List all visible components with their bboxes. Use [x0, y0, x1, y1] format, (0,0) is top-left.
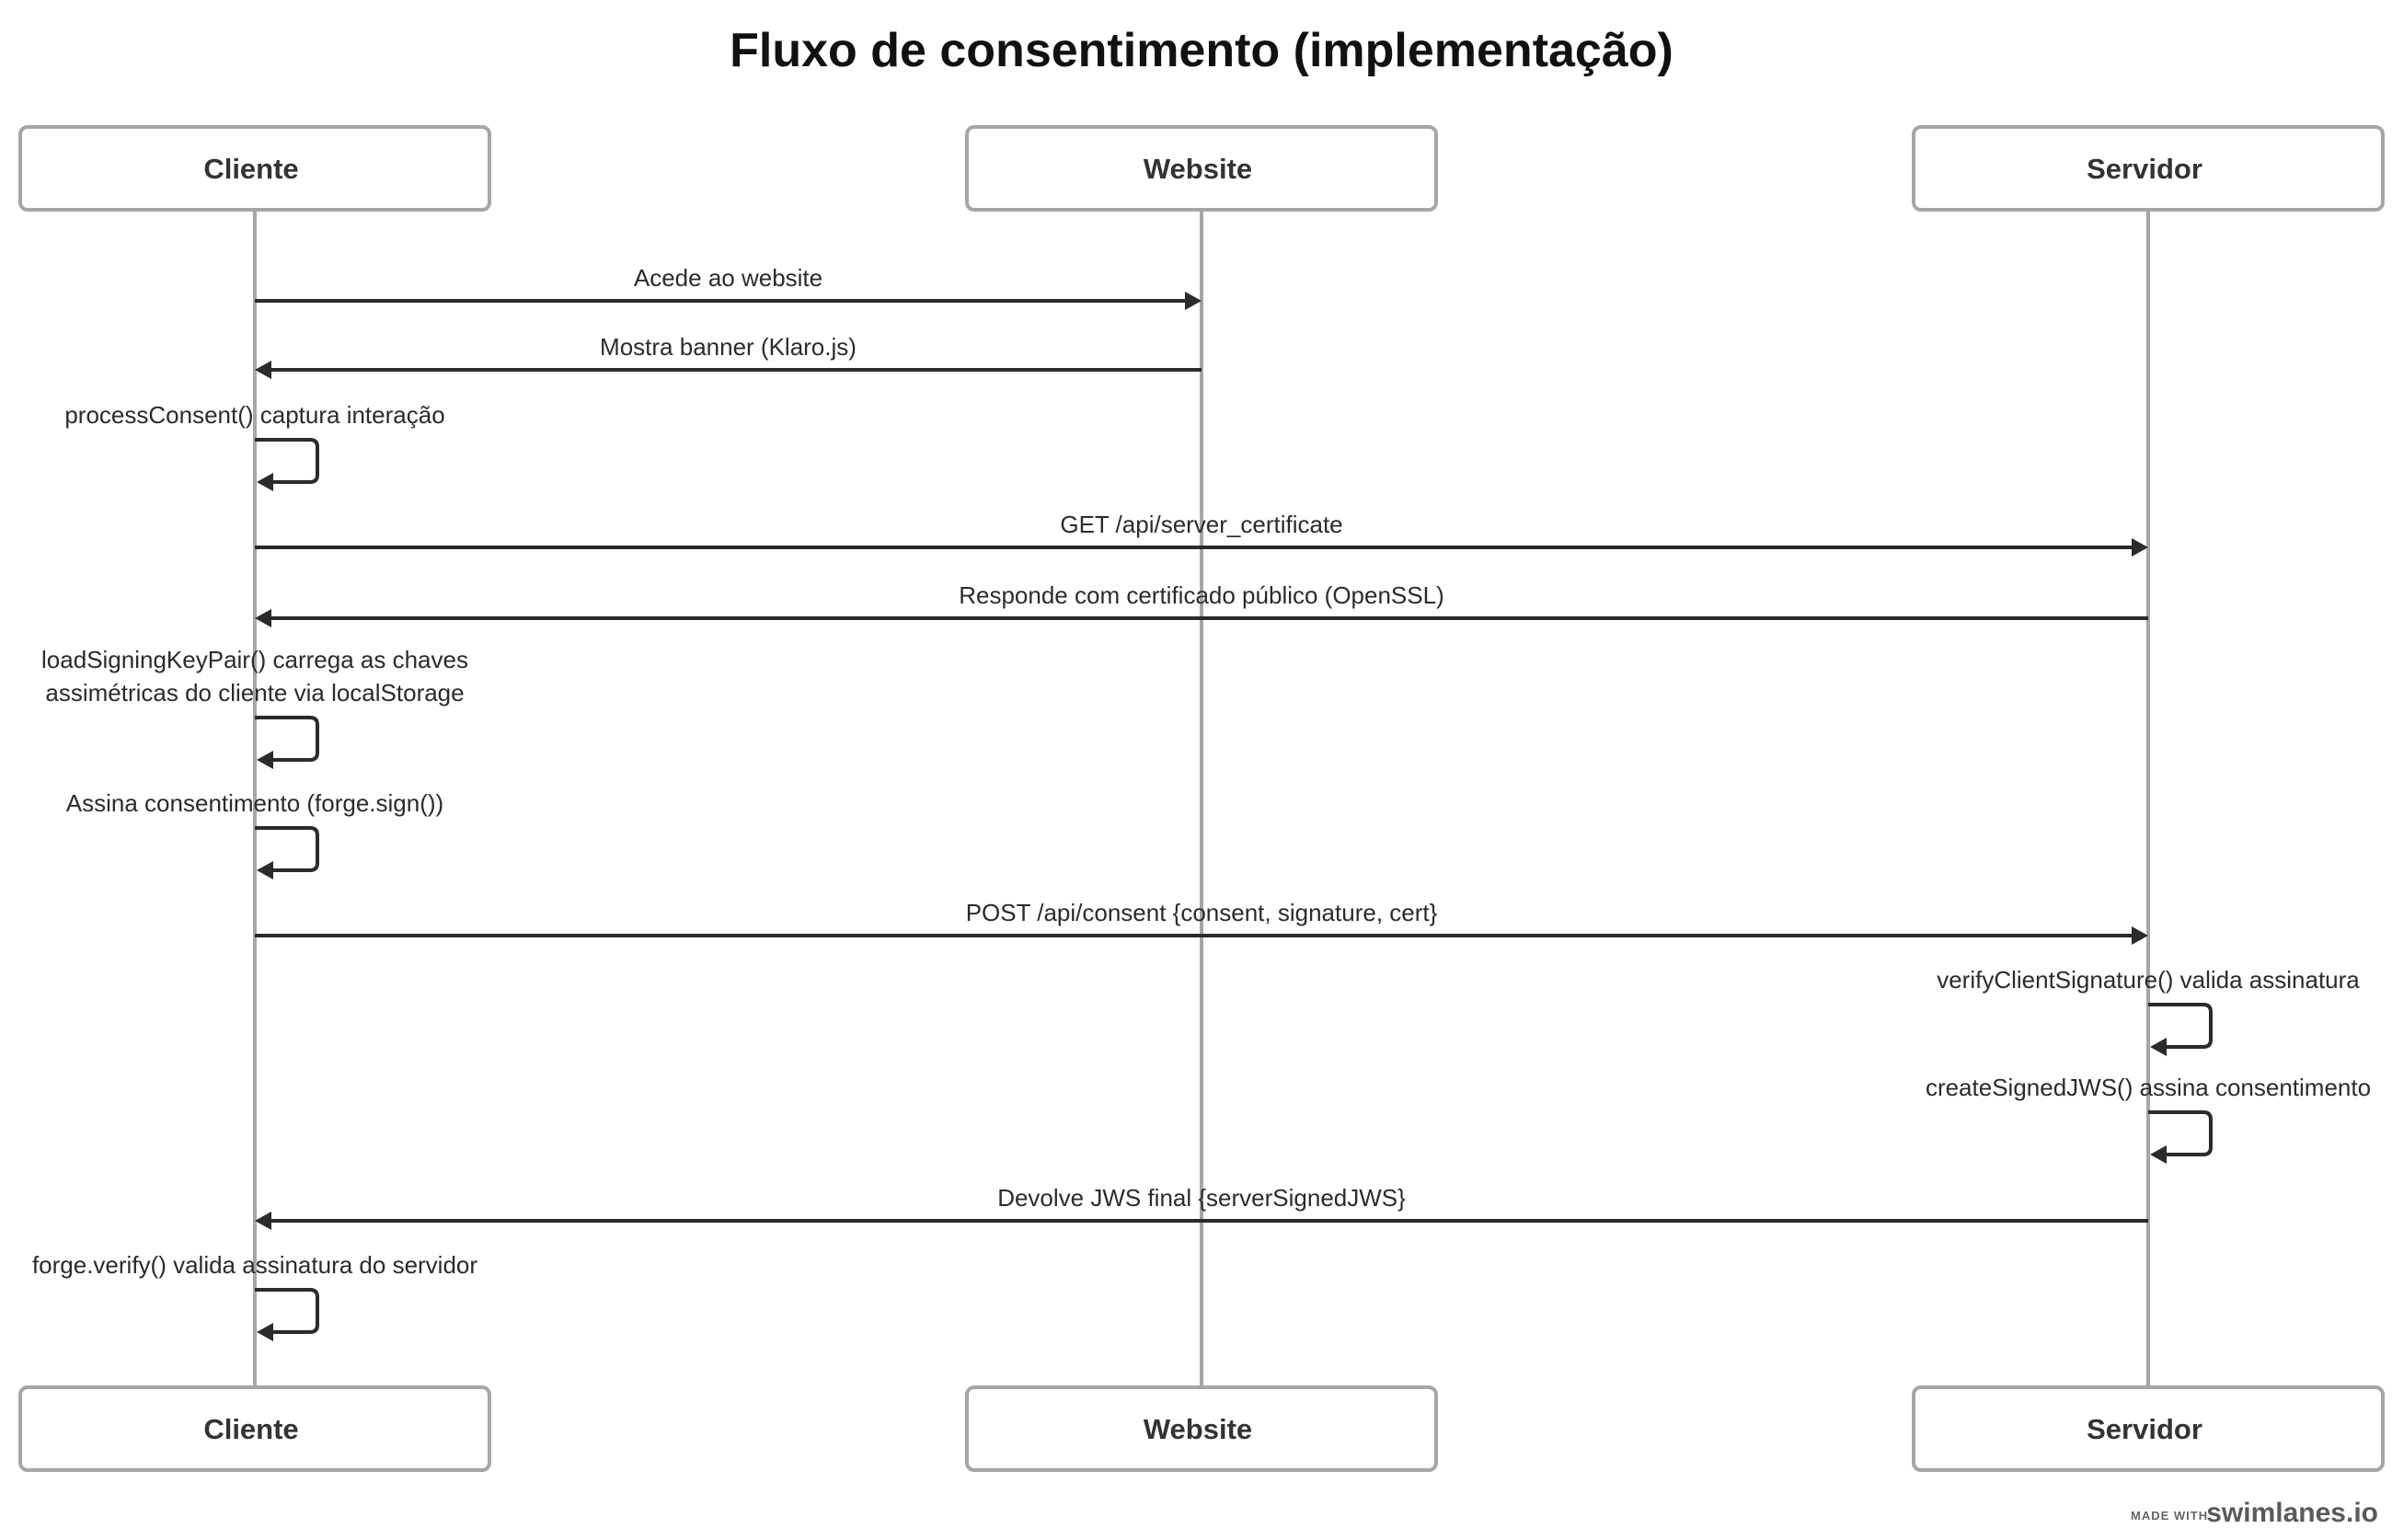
self-message-loop — [2148, 1003, 2213, 1049]
arrowhead — [2150, 1145, 2167, 1164]
arrowhead — [257, 751, 273, 769]
arrowhead — [2150, 1038, 2167, 1056]
actor-servidor-top: Servidor — [1912, 125, 2385, 212]
message-label: processConsent() captura interação — [64, 401, 444, 429]
message-3: processConsent() captura interação — [64, 401, 445, 491]
actor-label: Servidor — [2087, 1413, 2202, 1445]
actor-label: Website — [1144, 1413, 1252, 1445]
message-label: loadSigningKeyPair() carrega as chaves — [41, 646, 468, 673]
self-message-loop — [255, 438, 319, 484]
message-label: forge.verify() valida assinatura do serv… — [32, 1251, 477, 1279]
footer: MADE WITH swimlanes.io — [2131, 1498, 2378, 1528]
arrowhead — [2132, 538, 2148, 557]
actor-box — [1912, 1385, 2385, 1472]
arrowhead — [255, 1212, 271, 1230]
actor-cliente-top: Cliente — [18, 125, 491, 212]
message-label: Assina consentimento (forge.sign()) — [66, 789, 443, 817]
message-8: POST /api/consent {consent, signature, c… — [255, 899, 2148, 945]
message-label: verifyClientSignature() valida assinatur… — [1937, 966, 2360, 994]
footer-made-with: MADE WITH — [2131, 1509, 2208, 1523]
actor-box — [965, 125, 1438, 212]
arrowhead — [257, 1323, 273, 1341]
message-1: Acede ao website — [255, 264, 1202, 310]
self-message-loop — [255, 1288, 319, 1334]
actor-box — [965, 1385, 1438, 1472]
actor-website-top: Website — [965, 125, 1438, 212]
diagram-title: Fluxo de consentimento (implementação) — [730, 24, 1673, 77]
message-label: Acede ao website — [634, 264, 822, 292]
message-label: Devolve JWS final {serverSignedJWS} — [997, 1184, 1406, 1212]
message-2: Mostra banner (Klaro.js) — [255, 333, 1202, 379]
actor-label: Cliente — [203, 1413, 298, 1445]
message-12: forge.verify() valida assinatura do serv… — [32, 1251, 477, 1341]
arrowhead — [1185, 292, 1202, 310]
message-9: verifyClientSignature() valida assinatur… — [1937, 966, 2360, 1056]
lifelines — [253, 210, 2150, 1387]
self-message-loop — [2148, 1110, 2213, 1156]
message-6: loadSigningKeyPair() carrega as chaves as… — [41, 646, 468, 769]
self-message-loop — [255, 716, 319, 762]
message-label: Responde com certificado público (OpenSS… — [959, 581, 1444, 609]
actor-box — [18, 125, 491, 212]
actor-website-bottom: Website — [965, 1385, 1438, 1472]
message-label: Mostra banner (Klaro.js) — [600, 333, 857, 361]
actor-box — [1912, 125, 2385, 212]
arrowhead — [257, 861, 273, 879]
arrowhead — [2132, 926, 2148, 945]
message-4: GET /api/server_certificate — [255, 511, 2148, 557]
arrowhead — [255, 609, 271, 627]
message-5: Responde com certificado público (OpenSS… — [255, 581, 2148, 627]
message-label: assimétricas do cliente via localStorage — [45, 679, 464, 707]
actor-label: Servidor — [2087, 153, 2202, 185]
arrowhead — [255, 361, 271, 379]
actor-label: Website — [1144, 153, 1252, 185]
actor-label: Cliente — [203, 153, 298, 185]
message-label: createSignedJWS() assina consentimento — [1926, 1074, 2371, 1101]
actors: ClienteClienteWebsiteWebsiteServidorServ… — [18, 125, 2385, 1472]
actor-cliente-bottom: Cliente — [18, 1385, 491, 1472]
message-11: Devolve JWS final {serverSignedJWS} — [255, 1184, 2148, 1230]
message-label: POST /api/consent {consent, signature, c… — [966, 899, 1438, 926]
message-label: GET /api/server_certificate — [1060, 511, 1342, 538]
footer-brand: swimlanes.io — [2206, 1498, 2378, 1528]
actor-servidor-bottom: Servidor — [1912, 1385, 2385, 1472]
message-10: createSignedJWS() assina consentimento — [1926, 1074, 2371, 1164]
actor-box — [18, 1385, 491, 1472]
message-7: Assina consentimento (forge.sign()) — [66, 789, 443, 879]
self-message-loop — [255, 826, 319, 872]
arrowhead — [257, 473, 273, 491]
